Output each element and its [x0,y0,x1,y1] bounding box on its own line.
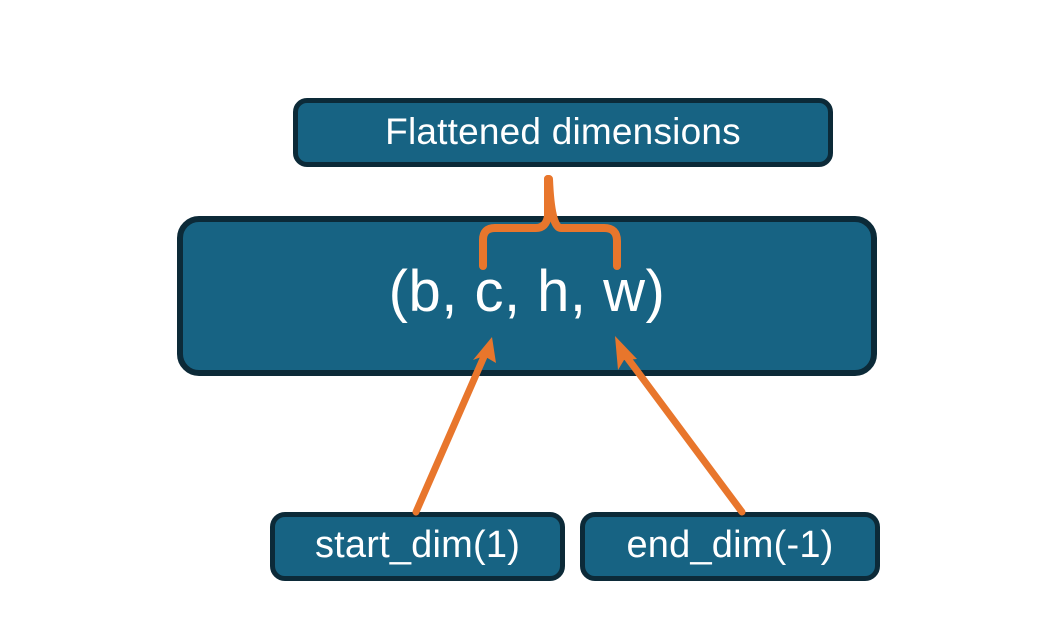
start-dim-label: start_dim(1) [314,523,521,566]
end-dim-label: end_dim(-1) [626,523,834,566]
tensor-shape-box[interactable]: (b, c, h, w) [177,216,877,376]
flattened-dimensions-box[interactable]: Flattened dimensions [293,98,833,167]
flattened-dimensions-label: Flattened dimensions [385,111,741,152]
tensor-shape-label: (b, c, h, w) [388,259,666,324]
start-dim-box[interactable]: start_dim(1) [270,512,565,581]
end-dim-box[interactable]: end_dim(-1) [580,512,880,581]
